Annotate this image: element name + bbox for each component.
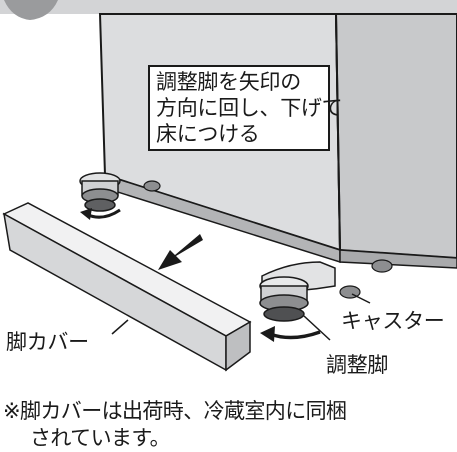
caster-leader-line xyxy=(351,293,371,304)
foot-cover xyxy=(2,202,252,372)
direction-arrow xyxy=(158,234,203,270)
adjuster-foot-label: 調整脚 xyxy=(326,353,389,377)
rotate-arrow-right xyxy=(269,330,321,340)
callout-line-1: 調整脚を矢印の xyxy=(156,70,301,94)
adjuster-foot-left xyxy=(79,172,161,212)
foot-cover-label: 脚カバー xyxy=(6,330,89,354)
adjuster-foot-leader-line xyxy=(303,315,331,341)
callout-line-3: 床につける xyxy=(156,122,260,146)
note-line-1: ※脚カバーは出荷時、冷蔵室内に同梱 xyxy=(3,399,347,423)
callout-line-2: 方向に回し、下げて xyxy=(156,96,343,120)
caster-label: キャスター xyxy=(341,309,445,333)
rotate-arrowhead-left xyxy=(80,208,92,220)
instruction-callout: 調整脚を矢印の 方向に回し、下げて 床につける xyxy=(148,65,343,151)
rotate-arrowhead-right xyxy=(260,326,275,342)
step-number-marker xyxy=(4,0,58,20)
note-line-2: されています。 xyxy=(30,426,171,450)
foot-cover-leader-line xyxy=(111,319,129,335)
shipping-note: ※脚カバーは出荷時、冷蔵室内に同梱 されています。 xyxy=(3,398,347,452)
header-band xyxy=(0,0,457,14)
